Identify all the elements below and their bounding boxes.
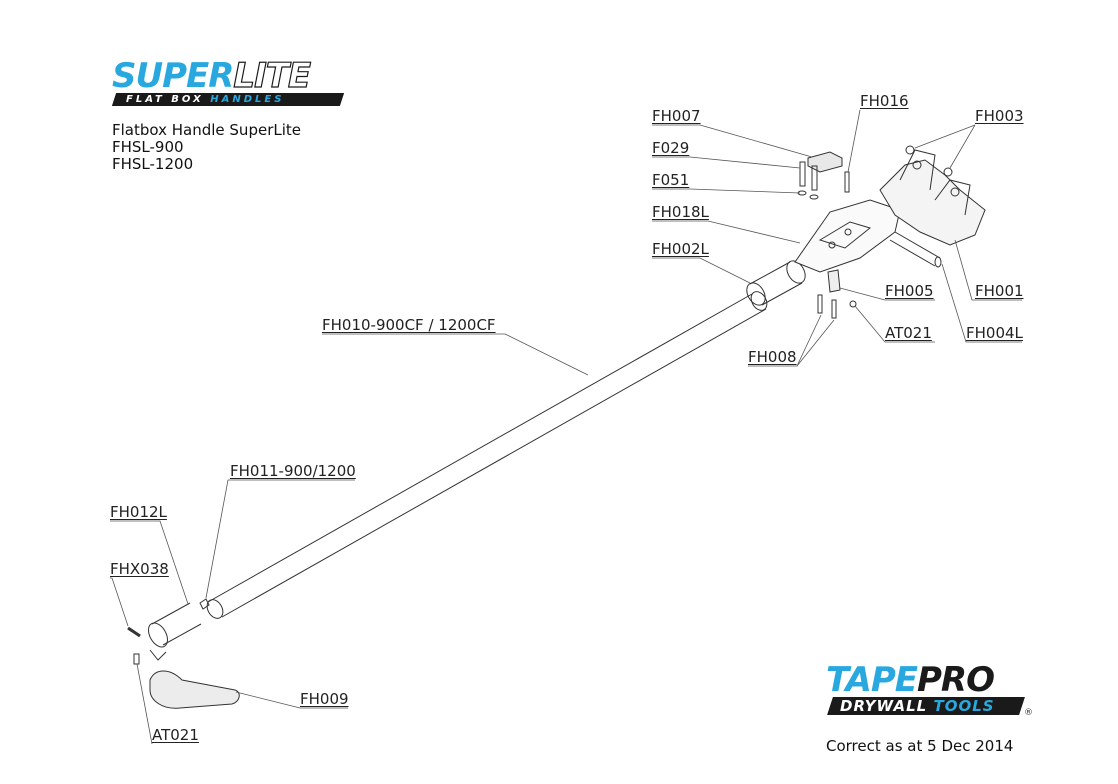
leader-fh004l — [941, 263, 1022, 343]
label-fh001: FH001 — [975, 282, 1024, 300]
pin-fhx038 — [127, 626, 141, 638]
pole-fh010 — [206, 291, 768, 619]
tapepro-word-pro: PRO — [917, 660, 995, 700]
screw-fh016 — [844, 171, 850, 193]
label-fhx038: FHX038 — [110, 560, 169, 578]
leader-at021-bottom — [136, 663, 153, 745]
leader-at021-top — [854, 305, 935, 343]
tapepro-subtitle-a: DRYWALL — [840, 697, 928, 715]
leader-fh010 — [322, 333, 589, 376]
screw-fh008-b — [831, 299, 837, 319]
leader-fh005 — [839, 287, 935, 301]
date-note: Correct as at 5 Dec 2014 — [826, 737, 1014, 755]
label-f051: F051 — [652, 171, 690, 189]
superlite-word-lite: LITE — [233, 56, 312, 96]
label-at021-bottom: AT021 — [152, 726, 199, 744]
product-model-900: FHSL-900 — [112, 138, 184, 156]
leader-f051 — [652, 188, 801, 194]
product-model-1200: FHSL-1200 — [112, 155, 194, 173]
label-fh008: FH008 — [748, 348, 797, 366]
leader-fh012l — [110, 520, 189, 605]
leader-fhx038 — [110, 577, 129, 627]
leader-fh009 — [235, 691, 348, 709]
superlite-subtitle-a: FLAT BOX — [126, 94, 204, 105]
screw-at021-bottom — [133, 653, 140, 665]
label-fh009: FH009 — [300, 690, 349, 708]
leader-fh003-b — [949, 124, 976, 169]
tapepro-logo: TAPEPRO DRYWALL TOOLS ® — [826, 662, 1036, 720]
label-fh002l: FH002L — [652, 240, 709, 258]
label-fh005: FH005 — [885, 282, 934, 300]
label-fh007: FH007 — [652, 107, 701, 125]
endcap-fh012l — [148, 602, 202, 661]
label-fh003: FH003 — [975, 107, 1024, 125]
washer-f051-b — [809, 194, 819, 200]
clip-fh011 — [199, 598, 210, 610]
label-f029: F029 — [652, 139, 690, 157]
product-title: Flatbox Handle SuperLite — [112, 121, 301, 139]
leader-fh003-a — [914, 124, 976, 149]
label-fh011: FH011-900/1200 — [230, 462, 356, 480]
leader-fh008-b — [796, 319, 835, 367]
screw-fh003-a — [905, 145, 915, 155]
screw-fh008-a — [817, 294, 823, 314]
latch-fh005 — [827, 269, 841, 293]
tapepro-subtitle-b: TOOLS — [933, 697, 995, 715]
label-fh018l: FH018L — [652, 203, 709, 221]
plate-fh018l — [794, 199, 901, 273]
leader-fh018l — [652, 220, 801, 244]
head-fh001 — [879, 149, 986, 246]
label-fh010: FH010-900CF / 1200CF — [322, 316, 496, 334]
block-fh007 — [807, 151, 843, 173]
pin-fh004l — [889, 231, 942, 268]
tapepro-word-tape: TAPE — [826, 660, 918, 700]
leader-fh002l — [652, 257, 751, 284]
label-fh004l: FH004L — [966, 324, 1023, 342]
leader-fh016 — [847, 109, 861, 173]
registered-mark: ® — [1024, 708, 1033, 718]
screw-fh003-b — [943, 167, 953, 177]
leader-fh007 — [652, 124, 813, 158]
leader-fh011 — [205, 479, 355, 599]
sleeve-fh002l — [746, 260, 806, 306]
label-fh016: FH016 — [860, 92, 909, 110]
label-fh012l: FH012L — [110, 503, 167, 521]
grip-fh009 — [149, 670, 240, 709]
superlite-word-super: SUPER — [112, 56, 234, 96]
superlite-logo: SUPERLITE FLAT BOX HANDLES — [111, 56, 345, 108]
leader-f029 — [652, 156, 801, 169]
product-info: Flatbox Handle SuperLite FHSL-900 FHSL-1… — [112, 122, 301, 173]
screw-at021-top — [849, 300, 857, 308]
superlite-subtitle-b: HANDLES — [210, 94, 285, 105]
label-at021-top: AT021 — [885, 324, 932, 342]
leader-fh001 — [954, 239, 1022, 301]
screws-f029 — [799, 161, 818, 191]
